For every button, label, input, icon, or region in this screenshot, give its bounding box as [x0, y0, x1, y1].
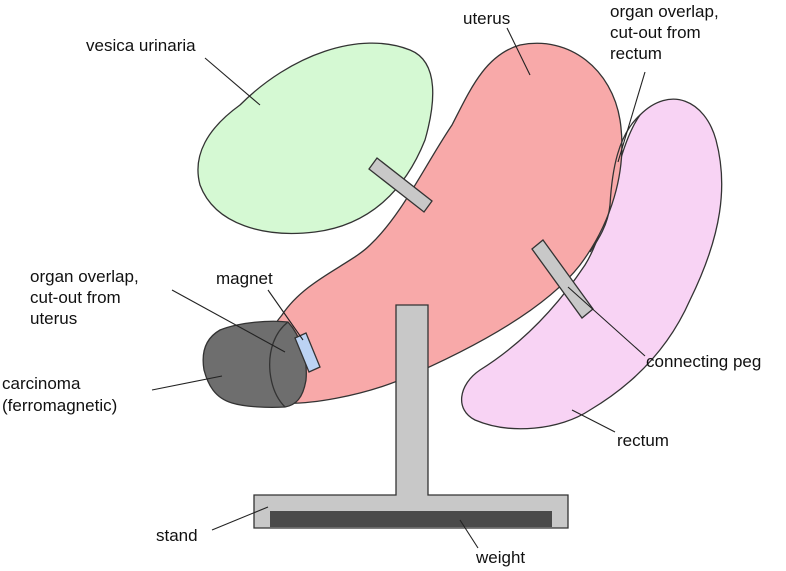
label-magnet: magnet	[216, 269, 273, 288]
label-overlap-uterus-line3: uterus	[30, 309, 77, 328]
label-overlap-uterus: organ overlap, cut-out from uterus	[30, 267, 143, 328]
label-rectum: rectum	[617, 431, 669, 450]
leader-overlap-rectum	[617, 71, 646, 163]
leader-vesica	[204, 57, 261, 106]
connecting-peg-lower	[531, 239, 594, 319]
leader-magnet	[267, 289, 304, 341]
label-stand: stand	[156, 526, 198, 545]
leader-connecting-peg	[567, 286, 646, 357]
leader-uterus	[506, 27, 531, 76]
stand-shape	[253, 304, 569, 529]
label-carcinoma: carcinoma (ferromagnetic)	[2, 374, 117, 415]
magnet-shape	[294, 332, 321, 373]
vesica-urinaria-shape	[197, 42, 434, 235]
label-overlap-rectum-line2: cut-out from	[610, 23, 701, 42]
leader-weight	[459, 519, 479, 549]
label-weight: weight	[475, 548, 525, 567]
connecting-peg-upper	[368, 157, 433, 213]
label-overlap-rectum-line3: rectum	[610, 44, 662, 63]
label-carcinoma-line2: (ferromagnetic)	[2, 396, 117, 415]
uterus-overlap-line	[269, 321, 289, 408]
label-overlap-rectum: organ overlap, cut-out from rectum	[610, 2, 723, 63]
leader-rectum	[571, 409, 616, 433]
rectum-overlap-line	[589, 114, 641, 253]
leader-carcinoma	[151, 375, 223, 391]
leader-overlap-uterus	[171, 289, 286, 353]
carcinoma-shape	[202, 320, 307, 409]
label-vesica-urinaria: vesica urinaria	[86, 36, 196, 55]
uterus-shape	[265, 42, 623, 404]
weight-shape	[270, 511, 552, 527]
rectum-shape	[460, 98, 723, 430]
label-carcinoma-line1: carcinoma	[2, 374, 81, 393]
label-overlap-uterus-line1: organ overlap,	[30, 267, 139, 286]
label-connecting-peg: connecting peg	[646, 352, 761, 371]
leader-stand	[211, 506, 269, 531]
label-uterus: uterus	[463, 9, 510, 28]
label-overlap-rectum-line1: organ overlap,	[610, 2, 719, 21]
label-overlap-uterus-line2: cut-out from	[30, 288, 121, 307]
